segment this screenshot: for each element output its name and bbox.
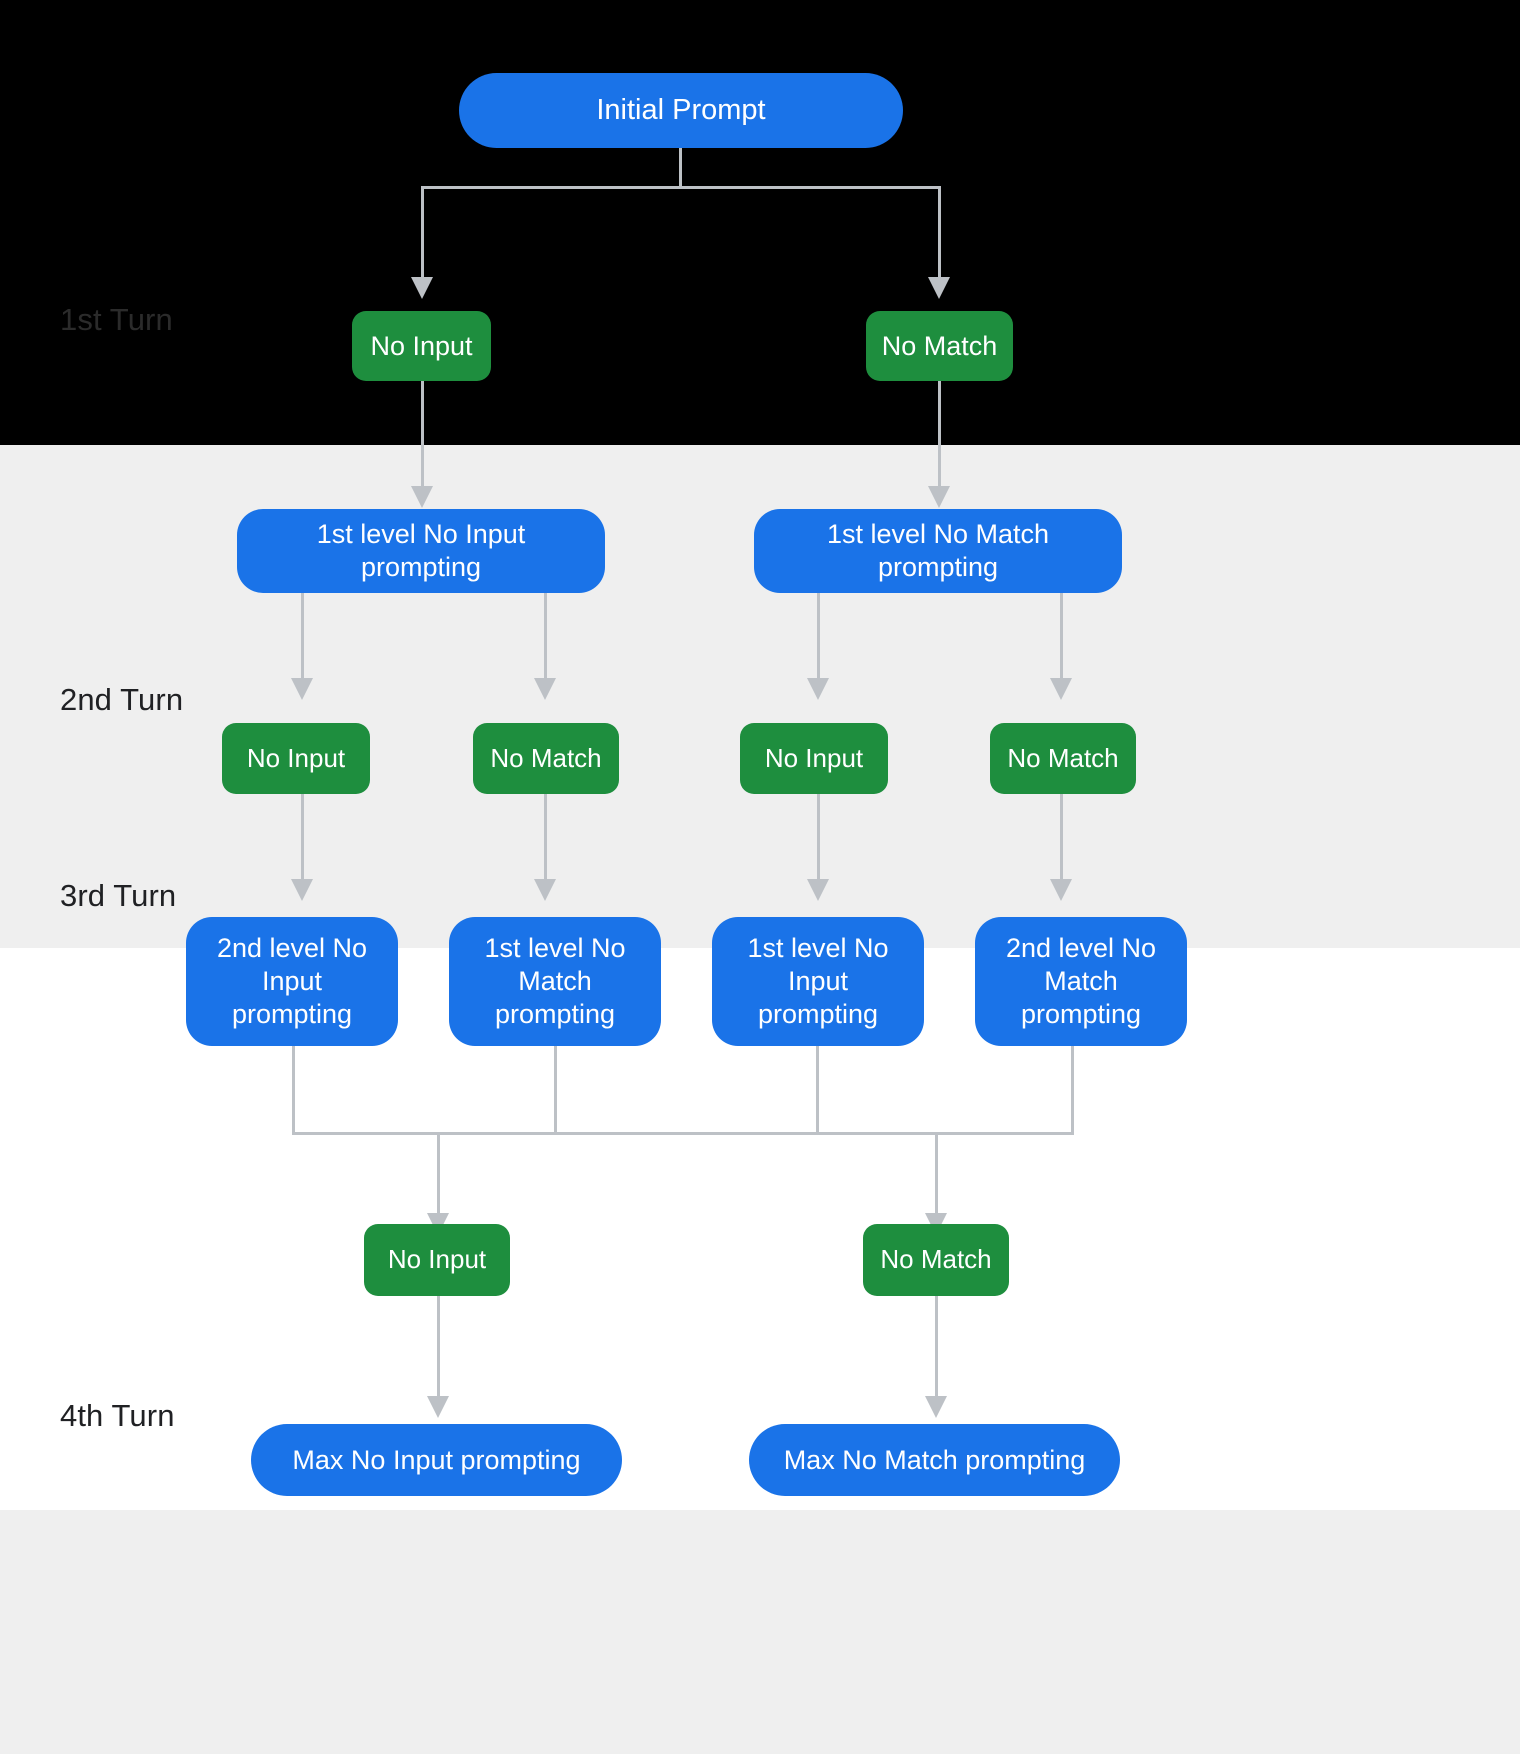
connector-merge-stem-1 [292, 1045, 295, 1135]
turn-label-1st: 1st Turn [60, 302, 173, 337]
connector-merge-to-no-input [437, 1132, 440, 1217]
connector-t3b-down [544, 793, 547, 883]
connector-t1-no-input-down [421, 380, 424, 490]
connector-initial-split [421, 186, 941, 189]
node-t3-prompt-1st-no-match[interactable]: 1st level No Match prompting [449, 917, 661, 1046]
arrowhead-t3-prompt-1-icon [291, 879, 313, 901]
connector-t3d-down [1060, 793, 1063, 883]
node-t2-no-match-a[interactable]: No Match [473, 723, 619, 794]
arrowhead-t2-no-input-b-icon [807, 678, 829, 700]
node-t2-prompt-no-match[interactable]: 1st level No Match prompting [754, 509, 1122, 593]
connector-t2d-down [1060, 592, 1063, 682]
arrowhead-t3-prompt-4-icon [1050, 879, 1072, 901]
node-initial-prompt[interactable]: Initial Prompt [459, 73, 903, 148]
node-t2-no-input-b[interactable]: No Input [740, 723, 888, 794]
node-t3-prompt-2nd-no-input[interactable]: 2nd level No Input prompting [186, 917, 398, 1046]
connector-initial-down [679, 145, 682, 188]
connector-t2b-down [544, 592, 547, 682]
connector-t4-no-input-down [437, 1295, 440, 1400]
arrowhead-t3-prompt-3-icon [807, 879, 829, 901]
arrowhead-t2-no-input-a-icon [291, 678, 313, 700]
turn-label-2nd: 2nd Turn [60, 682, 184, 717]
arrowhead-t1-no-input-icon [411, 277, 433, 299]
arrowhead-t2-no-match-b-icon [1050, 678, 1072, 700]
turn-label-3rd: 3rd Turn [60, 878, 177, 913]
node-t1-no-input[interactable]: No Input [352, 311, 491, 381]
node-t3-prompt-1st-no-input[interactable]: 1st level No Input prompting [712, 917, 924, 1046]
connector-t2c-down [817, 592, 820, 682]
arrowhead-t4-max-no-input-icon [427, 1396, 449, 1418]
arrowhead-t2-no-match-a-icon [534, 678, 556, 700]
node-t4-max-no-match[interactable]: Max No Match prompting [749, 1424, 1120, 1496]
turn-band-1 [0, 0, 1520, 445]
turn-label-4th: 4th Turn [60, 1398, 175, 1433]
arrowhead-t4-max-no-match-icon [925, 1396, 947, 1418]
connector-merge-stem-4 [1071, 1045, 1074, 1135]
node-t2-prompt-no-input[interactable]: 1st level No Input prompting [237, 509, 605, 593]
node-t2-no-match-b[interactable]: No Match [990, 723, 1136, 794]
arrowhead-t1-no-match-icon [928, 277, 950, 299]
node-t3-no-match[interactable]: No Match [863, 1224, 1009, 1296]
node-t3-prompt-2nd-no-match[interactable]: 2nd level No Match prompting [975, 917, 1187, 1046]
node-t2-no-input-a[interactable]: No Input [222, 723, 370, 794]
arrowhead-t2-prompt-no-match-icon [928, 486, 950, 508]
connector-t2a-down [301, 592, 304, 682]
connector-to-t1-no-input [421, 186, 424, 279]
node-t3-no-input[interactable]: No Input [364, 1224, 510, 1296]
connector-t3a-down [301, 793, 304, 883]
connector-t3c-down [817, 793, 820, 883]
connector-merge-bar [292, 1132, 1074, 1135]
turn-band-4 [0, 1510, 1520, 1754]
connector-t4-no-match-down [935, 1295, 938, 1400]
connector-t1-no-match-down [938, 380, 941, 490]
node-t1-no-match[interactable]: No Match [866, 311, 1013, 381]
node-t4-max-no-input[interactable]: Max No Input prompting [251, 1424, 622, 1496]
arrowhead-t2-prompt-no-input-icon [411, 486, 433, 508]
connector-merge-stem-3 [816, 1045, 819, 1135]
arrowhead-t3-prompt-2-icon [534, 879, 556, 901]
connector-to-t1-no-match [938, 186, 941, 279]
connector-merge-stem-2 [554, 1045, 557, 1135]
connector-merge-to-no-match [935, 1132, 938, 1217]
